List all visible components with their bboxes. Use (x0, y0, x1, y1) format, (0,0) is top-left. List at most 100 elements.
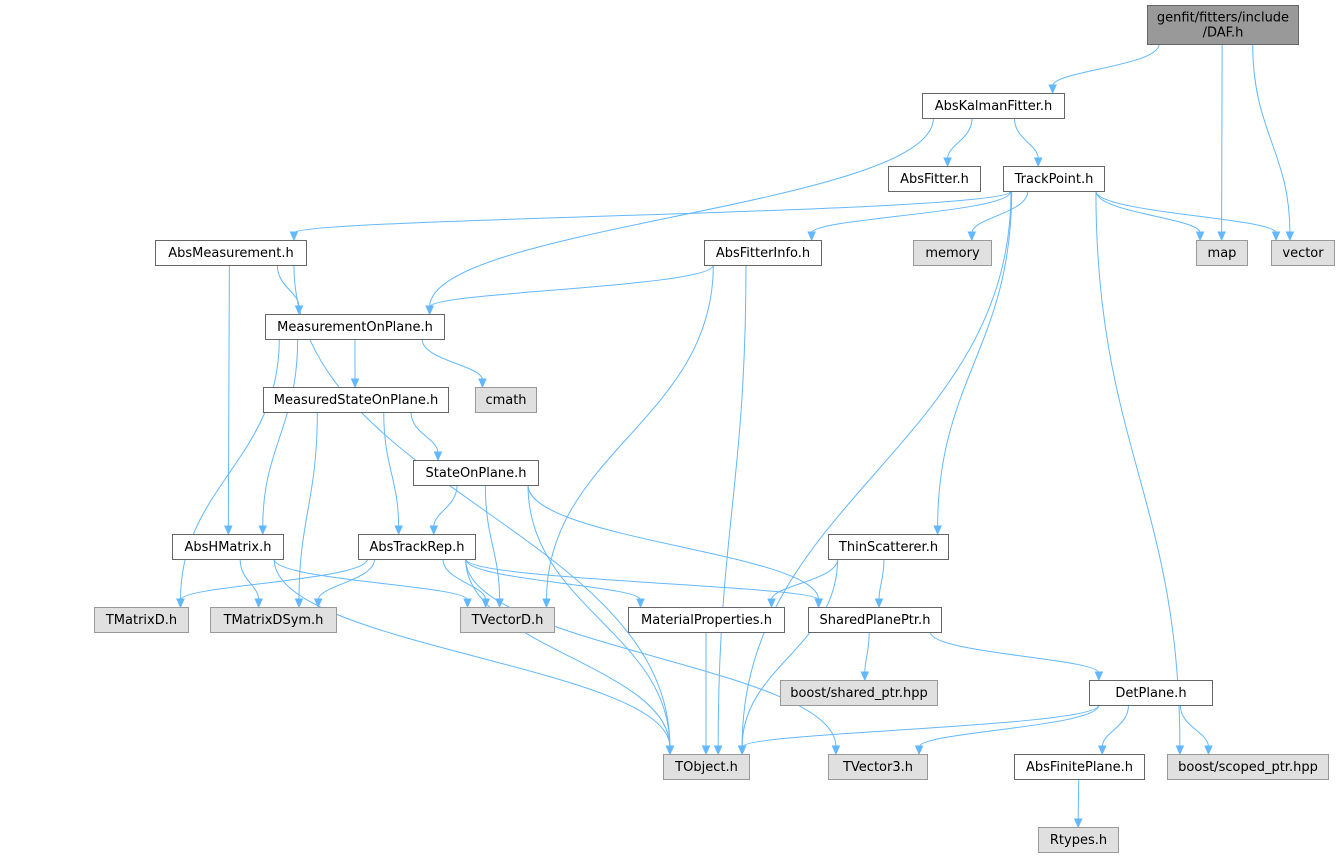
node-box-abskalman[interactable] (922, 93, 1065, 119)
node-label-measstate: MeasuredStateOnPlane.h (274, 393, 438, 408)
node-daf[interactable]: genfit/fitters/include/DAF.h (1147, 5, 1299, 45)
node-box-trackpoint[interactable] (1003, 166, 1105, 192)
edges-layer (176, 43, 1295, 829)
edge-abshmatrix-to-tmatrixdsym (239, 558, 260, 601)
node-label-tmatrixd: TMatrixD.h (105, 613, 177, 628)
node-label-daf: genfit/fitters/include (1157, 11, 1289, 26)
node-label-boostscoped: boost/scoped_ptr.hpp (1178, 760, 1318, 775)
node-box-absfiniteplane[interactable] (1014, 754, 1145, 780)
node-box-measstate[interactable] (263, 387, 449, 413)
node-box-map[interactable] (1196, 240, 1248, 266)
node-box-abshmatrix[interactable] (172, 534, 284, 560)
node-map[interactable]: map (1196, 240, 1248, 266)
node-box-measonplane[interactable] (265, 314, 445, 340)
node-rtypes[interactable]: Rtypes.h (1038, 827, 1119, 853)
node-box-abstrackrep[interactable] (358, 534, 476, 560)
edge-abshmatrix-to-tobject (273, 558, 671, 748)
node-box-boostscoped[interactable] (1167, 754, 1329, 780)
edge-measonplane-to-tmatrixd (179, 338, 280, 601)
node-box-tvectord[interactable] (460, 607, 555, 633)
edge-arrowhead-abstrackrep-to-tvector3 (831, 745, 841, 756)
node-tmatrixd[interactable]: TMatrixD.h (94, 607, 189, 633)
node-box-daf[interactable] (1147, 5, 1299, 45)
edge-absfitterinfo-to-measonplane (429, 264, 714, 308)
edge-arrowhead-matprops-to-tobject (701, 745, 711, 756)
node-measonplane[interactable]: MeasurementOnPlane.h (265, 314, 445, 340)
edge-arrowhead-absmeas-to-abshmatrix (224, 525, 233, 536)
edge-abskalman-to-trackpoint (1013, 117, 1039, 160)
edge-absfitterinfo-to-tobject (717, 264, 747, 748)
node-label-trackpoint: TrackPoint.h (1014, 172, 1094, 187)
node-tvector3[interactable]: TVector3.h (828, 754, 928, 780)
node-box-tvector3[interactable] (828, 754, 928, 780)
edge-arrowhead-absfitterinfo-to-tvectord (542, 598, 551, 609)
node-label-absfiniteplane: AbsFinitePlane.h (1026, 760, 1133, 775)
node-label-absfitterinfo: AbsFitterInfo.h (716, 246, 810, 261)
edge-arrowhead-trackpoint-to-absfitterinfo (807, 231, 816, 242)
node-tmatrixdsym[interactable]: TMatrixDSym.h (210, 607, 337, 633)
edge-measstate-to-stateonplane (410, 411, 439, 454)
node-measstate[interactable]: MeasuredStateOnPlane.h (263, 387, 449, 413)
edge-measstate-to-abstrackrep (383, 411, 400, 528)
edge-arrowhead-thinscatterer-to-matprops (767, 598, 776, 609)
node-stateonplane[interactable]: StateOnPlane.h (413, 460, 539, 486)
edge-arrowhead-measstate-to-abstrackrep (394, 525, 403, 536)
node-box-vector[interactable] (1271, 240, 1335, 266)
node-absfitterinfo[interactable]: AbsFitterInfo.h (704, 240, 822, 266)
node-box-absfitter[interactable] (888, 166, 981, 192)
node-label-map: map (1208, 246, 1237, 261)
node-box-absfitterinfo[interactable] (704, 240, 822, 266)
node-box-stateonplane[interactable] (413, 460, 539, 486)
node-box-memory[interactable] (913, 240, 992, 266)
edge-arrowhead-detplane-to-tobject (737, 745, 747, 756)
node-vector[interactable]: vector (1271, 240, 1335, 266)
node-box-thinscatterer[interactable] (828, 534, 949, 560)
node-box-rtypes[interactable] (1038, 827, 1119, 853)
node-tobject[interactable]: TObject.h (663, 754, 750, 780)
node-box-tobject[interactable] (663, 754, 750, 780)
node-sharedplaneptr[interactable]: SharedPlanePtr.h (808, 607, 942, 633)
node-box-tmatrixd[interactable] (94, 607, 189, 633)
node-tvectord[interactable]: TVectorD.h (460, 607, 555, 633)
edge-trackpoint-to-tobject (741, 190, 1012, 748)
node-label-measonplane: MeasurementOnPlane.h (277, 320, 433, 335)
edge-arrowhead-abshmatrix-to-tmatrixdsym (254, 598, 263, 609)
node-boostshared[interactable]: boost/shared_ptr.hpp (780, 680, 938, 706)
node-label-rtypes: Rtypes.h (1050, 833, 1107, 848)
node-box-cmath[interactable] (475, 387, 537, 413)
node-abstrackrep[interactable]: AbsTrackRep.h (358, 534, 476, 560)
node-detplane[interactable]: DetPlane.h (1089, 680, 1213, 706)
node-label-tvector3: TVector3.h (842, 760, 913, 775)
node-box-tmatrixdsym[interactable] (210, 607, 337, 633)
edge-arrowhead-sharedplaneptr-to-detplane (1094, 671, 1104, 682)
node-label-daf: /DAF.h (1203, 26, 1244, 41)
edge-arrowhead-abshmatrix-to-tvectord (463, 598, 472, 609)
node-box-matprops[interactable] (628, 607, 785, 633)
node-absfiniteplane[interactable]: AbsFinitePlane.h (1014, 754, 1145, 780)
node-absfitter[interactable]: AbsFitter.h (888, 166, 981, 192)
edge-arrowhead-measonplane-to-abshmatrix (258, 525, 268, 536)
node-trackpoint[interactable]: TrackPoint.h (1003, 166, 1105, 192)
node-memory[interactable]: memory (913, 240, 992, 266)
edge-sharedplaneptr-to-boostshared (864, 631, 870, 674)
node-cmath[interactable]: cmath (475, 387, 537, 413)
edge-arrowhead-abstrackrep-to-tmatrixdsym (313, 598, 323, 609)
node-matprops[interactable]: MaterialProperties.h (628, 607, 785, 633)
node-label-tmatrixdsym: TMatrixDSym.h (223, 613, 324, 628)
node-box-detplane[interactable] (1089, 680, 1213, 706)
edge-arrowhead-detplane-to-absfiniteplane (1097, 745, 1107, 756)
edge-trackpoint-to-thinscatterer (937, 190, 1013, 528)
node-label-stateonplane: StateOnPlane.h (426, 466, 527, 481)
node-thinscatterer[interactable]: ThinScatterer.h (828, 534, 949, 560)
edge-abstrackrep-to-tvectord (442, 558, 487, 601)
node-box-sharedplaneptr[interactable] (808, 607, 942, 633)
node-absmeas[interactable]: AbsMeasurement.h (155, 240, 307, 266)
node-abshmatrix[interactable]: AbsHMatrix.h (172, 534, 284, 560)
edge-measonplane-to-cmath (421, 338, 483, 381)
node-box-boostshared[interactable] (780, 680, 938, 706)
edge-arrowhead-daf-to-map (1217, 231, 1226, 242)
node-boostscoped[interactable]: boost/scoped_ptr.hpp (1167, 754, 1329, 780)
edge-arrowhead-measonplane-to-cmath (478, 378, 487, 389)
node-box-absmeas[interactable] (155, 240, 307, 266)
node-abskalman[interactable]: AbsKalmanFitter.h (922, 93, 1065, 119)
